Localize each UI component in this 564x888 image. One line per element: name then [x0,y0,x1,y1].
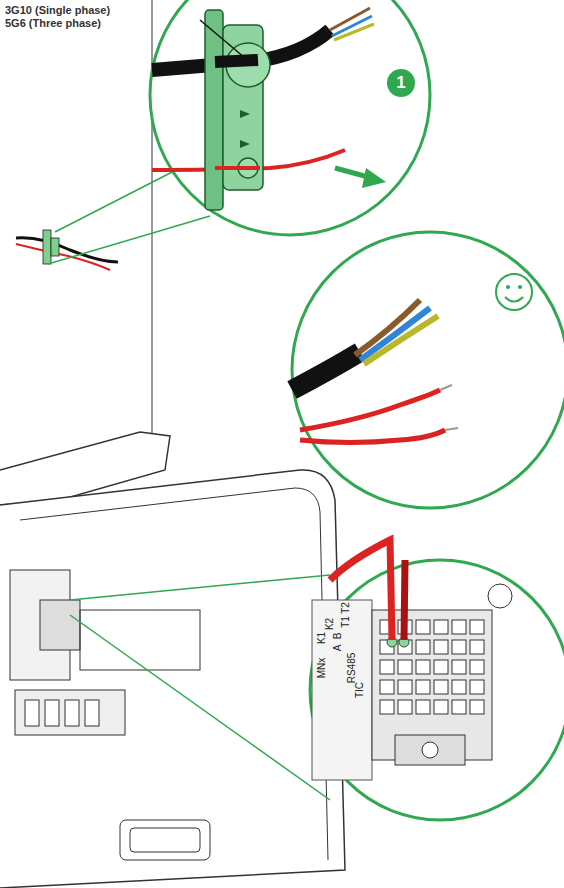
terminal-label: B [333,633,343,640]
terminal-label: T1 [341,616,351,628]
terminal-label: K1 [317,632,327,644]
stripped-cable [292,300,458,443]
terminal-label: K2 [325,618,335,630]
cable-spec: 3G10 (Single phase) [5,5,110,16]
charger-housing [0,432,345,888]
cable-gland [152,8,374,210]
terminal-label: MNx [317,658,327,679]
terminal-label: T2 [341,602,351,614]
callout-number: 1 [396,73,405,93]
terminal-label: A [333,645,343,652]
terminal-label: RS485 [347,653,357,684]
cable-spec: 5G6 (Three phase) [5,18,101,29]
terminal-block [312,540,512,780]
terminal-label: TIC [355,682,365,698]
smiley-icon [496,274,532,310]
small-gland-overview [16,230,118,270]
callout-circle: 1 [387,69,415,97]
